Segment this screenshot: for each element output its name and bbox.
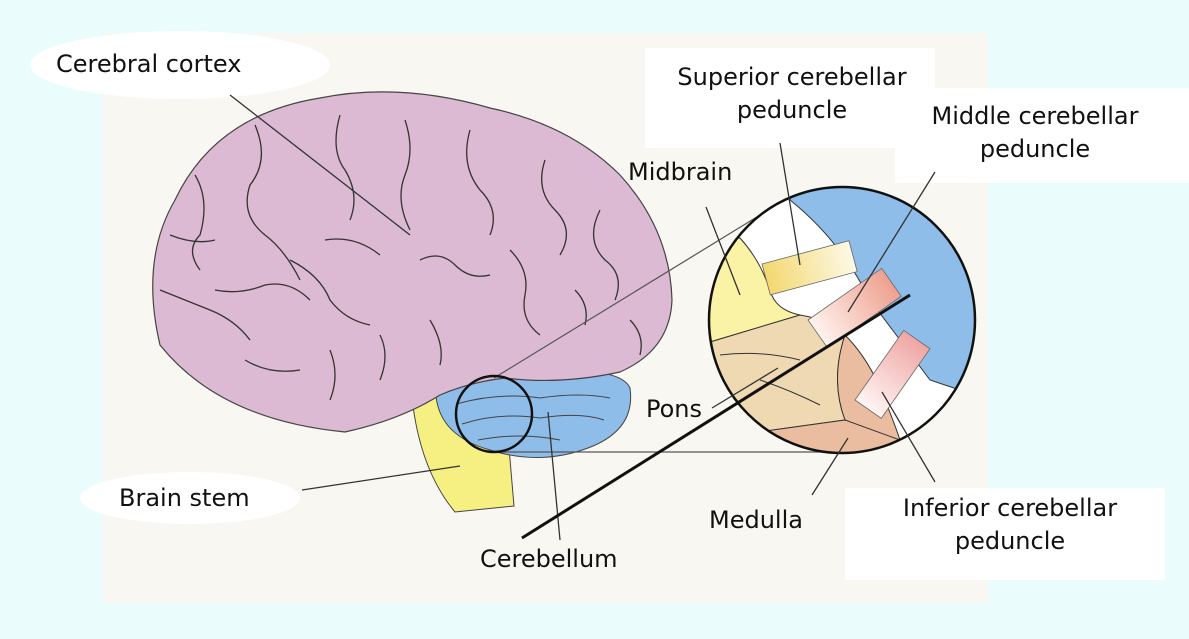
label-midbrain: Midbrain (628, 156, 732, 189)
label-pons: Pons (646, 393, 702, 426)
label-inferior-cerebellar-peduncle: Inferior cerebellar peduncle (855, 492, 1165, 558)
label-brain-stem: Brain stem (119, 482, 250, 515)
label-cerebellum: Cerebellum (480, 543, 618, 576)
label-middle-cerebellar-peduncle: Middle cerebellar peduncle (895, 100, 1175, 166)
label-medulla: Medulla (709, 504, 803, 537)
label-superior-cerebellar-peduncle: Superior cerebellar peduncle (647, 61, 937, 127)
label-cerebral-cortex: Cerebral cortex (56, 48, 241, 81)
